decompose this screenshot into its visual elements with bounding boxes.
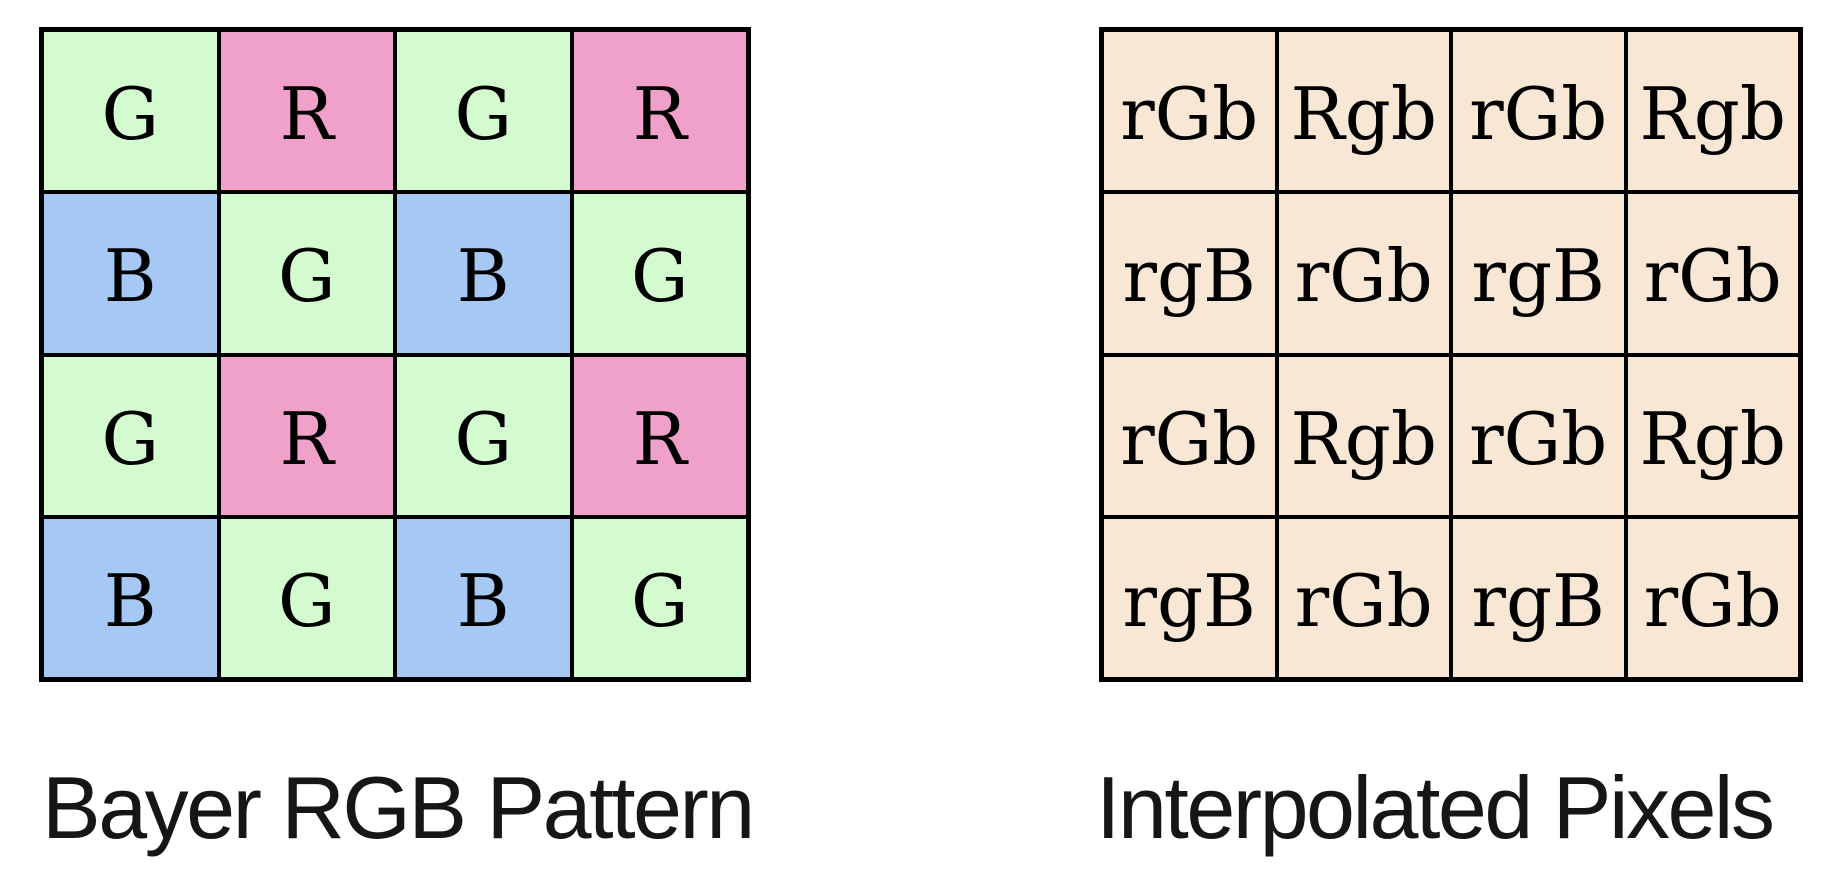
bayer-cell-2-1: B	[44, 194, 217, 353]
interp-cell-1-1: rGb	[1104, 32, 1275, 191]
interp-cell-1-2: Rgb	[1278, 32, 1449, 191]
bayer-cell-1-1: G	[44, 32, 217, 191]
bayer-cell-4-1: B	[44, 518, 217, 677]
interp-cell-4-2: rGb	[1278, 518, 1449, 677]
bayer-cell-2-2: G	[220, 194, 393, 353]
interp-cell-3-1: rGb	[1104, 356, 1275, 515]
bayer-cell-2-4: G	[573, 194, 746, 353]
bayer-cell-3-4: R	[573, 356, 746, 515]
interp-cell-3-2: Rgb	[1278, 356, 1449, 515]
interpolated-grid-caption: Interpolated Pixels	[1096, 758, 1775, 857]
bayer-cell-3-3: G	[397, 356, 570, 515]
interp-cell-2-1: rgB	[1104, 194, 1275, 353]
interp-cell-2-2: rGb	[1278, 194, 1449, 353]
interp-cell-1-4: Rgb	[1627, 32, 1798, 191]
interp-cell-1-3: rGb	[1453, 32, 1624, 191]
interp-cell-4-3: rgB	[1453, 518, 1624, 677]
interp-cell-3-4: Rgb	[1627, 356, 1798, 515]
bayer-grid-caption: Bayer RGB Pattern	[42, 758, 755, 857]
bayer-cell-1-4: R	[573, 32, 746, 191]
bayer-cell-4-2: G	[220, 518, 393, 677]
interp-cell-2-3: rgB	[1453, 194, 1624, 353]
bayer-cell-4-3: B	[397, 518, 570, 677]
bayer-cell-3-1: G	[44, 356, 217, 515]
interp-cell-4-1: rgB	[1104, 518, 1275, 677]
bayer-cell-2-3: B	[397, 194, 570, 353]
interp-cell-3-3: rGb	[1453, 356, 1624, 515]
bayer-cell-1-3: G	[397, 32, 570, 191]
bayer-cell-3-2: R	[220, 356, 393, 515]
interp-cell-4-4: rGb	[1627, 518, 1798, 677]
interp-cell-2-4: rGb	[1627, 194, 1798, 353]
bayer-cell-1-2: R	[220, 32, 393, 191]
bayer-cell-4-4: G	[573, 518, 746, 677]
